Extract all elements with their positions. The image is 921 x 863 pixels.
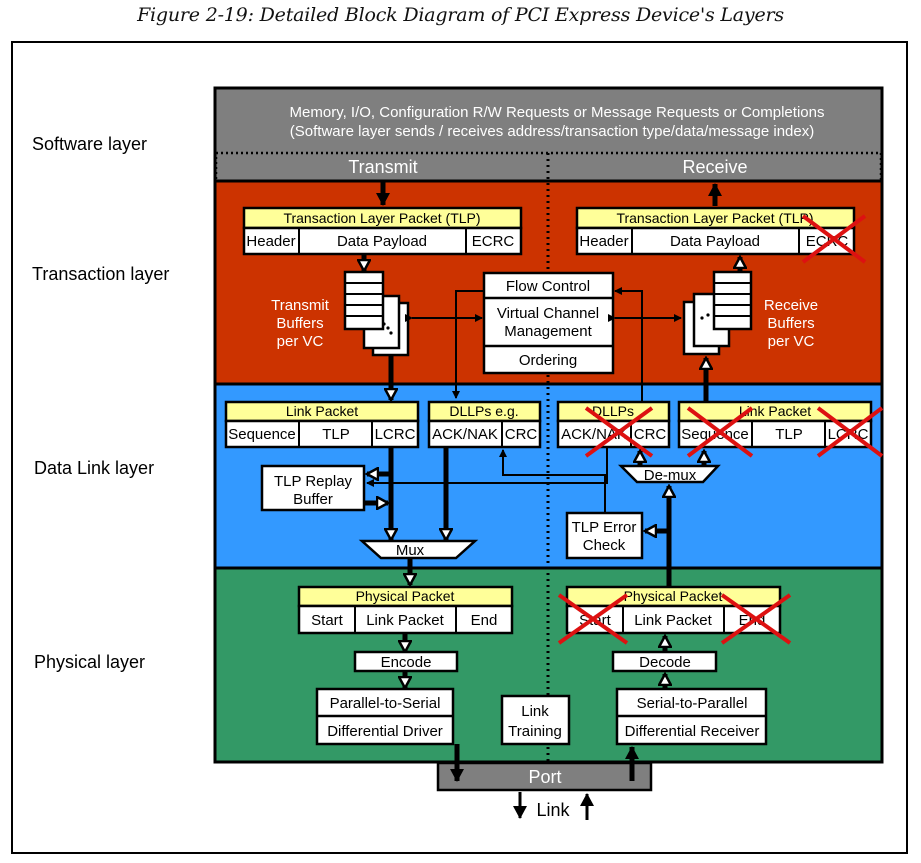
- strike-rx-end-icon: [720, 593, 792, 645]
- encode-label: Encode: [381, 654, 432, 671]
- demux-label: De-mux: [644, 467, 697, 484]
- tx-sequence-field: Sequence: [228, 426, 296, 443]
- tx-link-packet-field: Link Packet: [366, 612, 444, 629]
- tx-end-field: End: [471, 612, 498, 629]
- parallel-to-serial-label: Parallel-to-Serial: [330, 695, 441, 712]
- flow-control-label: Flow Control: [506, 278, 590, 295]
- differential-driver-label: Differential Driver: [327, 723, 443, 740]
- mux-label: Mux: [396, 542, 425, 559]
- tlp-replay-buffer-block: TLP Replay Buffer: [260, 464, 366, 512]
- tx-tlp-packet: Transaction Layer Packet (TLP) Header Da…: [242, 206, 523, 256]
- rx-tlp-title: Transaction Layer Packet (TLP): [616, 210, 813, 226]
- tx-physical-packet: Physical Packet Start Link Packet End: [297, 585, 514, 635]
- tx-buffers-label-1: Transmit: [271, 297, 330, 314]
- tx-tlp-ecrc-field: ECRC: [472, 233, 515, 250]
- rx-link-packet-title: Link Packet: [739, 403, 811, 419]
- tx-buffers-label-3: per VC: [277, 333, 324, 350]
- error-check-label-1: TLP Error: [572, 519, 637, 536]
- tlp-error-check-block: TLP Error Check: [565, 511, 644, 560]
- strike-rx-lcrc-icon: [816, 406, 884, 458]
- link-training-block: Link Training: [500, 694, 571, 746]
- rx-physical-packet-title: Physical Packet: [624, 588, 723, 604]
- strike-rx-start-icon: [557, 593, 629, 645]
- tx-rx-split-area: [214, 151, 883, 183]
- replay-buffer-label-1: TLP Replay: [274, 473, 353, 490]
- rx-tlp-payload-field: Data Payload: [670, 233, 760, 250]
- decode-block: Decode: [611, 650, 718, 673]
- tx-buffers-label-2: Buffers: [276, 315, 323, 332]
- receive-label: Receive: [682, 157, 747, 177]
- port-label: Port: [528, 767, 561, 787]
- tx-lcrc-field: LCRC: [375, 426, 416, 443]
- rx-tlp-header-field: Header: [579, 233, 628, 250]
- tx-tlp-field: TLP: [322, 426, 350, 443]
- ordering-label: Ordering: [519, 352, 577, 369]
- rx-link-packet-field: Link Packet: [634, 612, 712, 629]
- tx-dllp-title: DLLPs e.g.: [449, 403, 518, 419]
- figure-caption: Figure 2-19: Detailed Block Diagram of P…: [137, 4, 784, 26]
- differential-receiver-label: Differential Receiver: [625, 723, 760, 740]
- tx-tlp-payload-field: Data Payload: [337, 233, 427, 250]
- tx-physical-packet-title: Physical Packet: [356, 588, 455, 604]
- tx-link-packet-title: Link Packet: [286, 403, 358, 419]
- layer-label-physical: Physical layer: [34, 652, 145, 672]
- error-check-to-tx-dllp-wire: [499, 449, 606, 514]
- port-block: Port: [436, 761, 653, 792]
- link-training-label-1: Link: [521, 703, 549, 720]
- demux-block: De-mux: [617, 464, 721, 484]
- rx-buffers-label-2: Buffers: [767, 315, 814, 332]
- layer-label-data-link: Data Link layer: [34, 458, 154, 478]
- software-requests-text: Memory, I/O, Configuration R/W Requests …: [290, 104, 825, 121]
- strike-rx-sequence-icon: [686, 406, 754, 458]
- rx-tlp-packet: Transaction Layer Packet (TLP) Header Da…: [575, 206, 867, 264]
- tx-serializer-block: Parallel-to-Serial Differential Driver: [315, 687, 455, 746]
- transmit-label: Transmit: [348, 157, 417, 177]
- rx-dllp-to-flow-control-wire: [614, 287, 643, 402]
- tx-ack-nak-field: ACK/NAK: [432, 426, 498, 443]
- rx-buffers-label-3: per VC: [768, 333, 815, 350]
- rx-tlp-field: TLP: [775, 426, 803, 443]
- rx-dllp-packet: DLLPs ACK/NAK CRC: [556, 400, 671, 458]
- serial-to-parallel-label: Serial-to-Parallel: [637, 695, 748, 712]
- software-description-text: (Software layer sends / receives address…: [290, 123, 814, 140]
- link-training-label-2: Training: [508, 723, 562, 740]
- flow-control-to-tx-dllp-wire: [452, 290, 484, 399]
- rx-link-packet: Link Packet Sequence TLP LCRC: [677, 400, 884, 458]
- tx-link-packet: Link Packet Sequence TLP LCRC: [224, 400, 420, 449]
- flow-control-block: Flow Control Virtual Channel Management …: [482, 271, 615, 375]
- error-check-label-2: Check: [583, 537, 626, 554]
- encode-block: Encode: [353, 650, 459, 673]
- vc-management-label-2: Management: [504, 323, 592, 340]
- vc-management-label-1: Virtual Channel: [497, 305, 599, 322]
- rx-crc-field: CRC: [634, 426, 667, 443]
- outer-frame: [11, 41, 908, 854]
- mux-block: Mux: [358, 539, 479, 560]
- layer-label-software: Software layer: [32, 134, 147, 154]
- strike-rx-dllp-icon: [584, 406, 654, 458]
- rx-physical-packet: Physical Packet Start Link Packet End: [557, 585, 792, 645]
- tx-crc-field: CRC: [505, 426, 538, 443]
- rx-buffers-stack-icon: [682, 270, 753, 356]
- decode-label: Decode: [639, 654, 691, 671]
- strike-ecrc-icon: [801, 214, 867, 264]
- tx-start-field: Start: [311, 612, 344, 629]
- rx-buffers-label-1: Receive: [764, 297, 818, 314]
- layer-label-transaction: Transaction layer: [32, 264, 169, 284]
- tx-tlp-header-field: Header: [246, 233, 295, 250]
- tx-tlp-title: Transaction Layer Packet (TLP): [283, 210, 480, 226]
- replay-buffer-label-2: Buffer: [293, 491, 333, 508]
- rx-deserializer-block: Serial-to-Parallel Differential Receiver: [615, 687, 768, 746]
- link-label: Link: [536, 800, 570, 820]
- rx-dllp-title: DLLPs: [592, 403, 634, 419]
- tx-dllp-packet: DLLPs e.g. ACK/NAK CRC: [427, 400, 542, 449]
